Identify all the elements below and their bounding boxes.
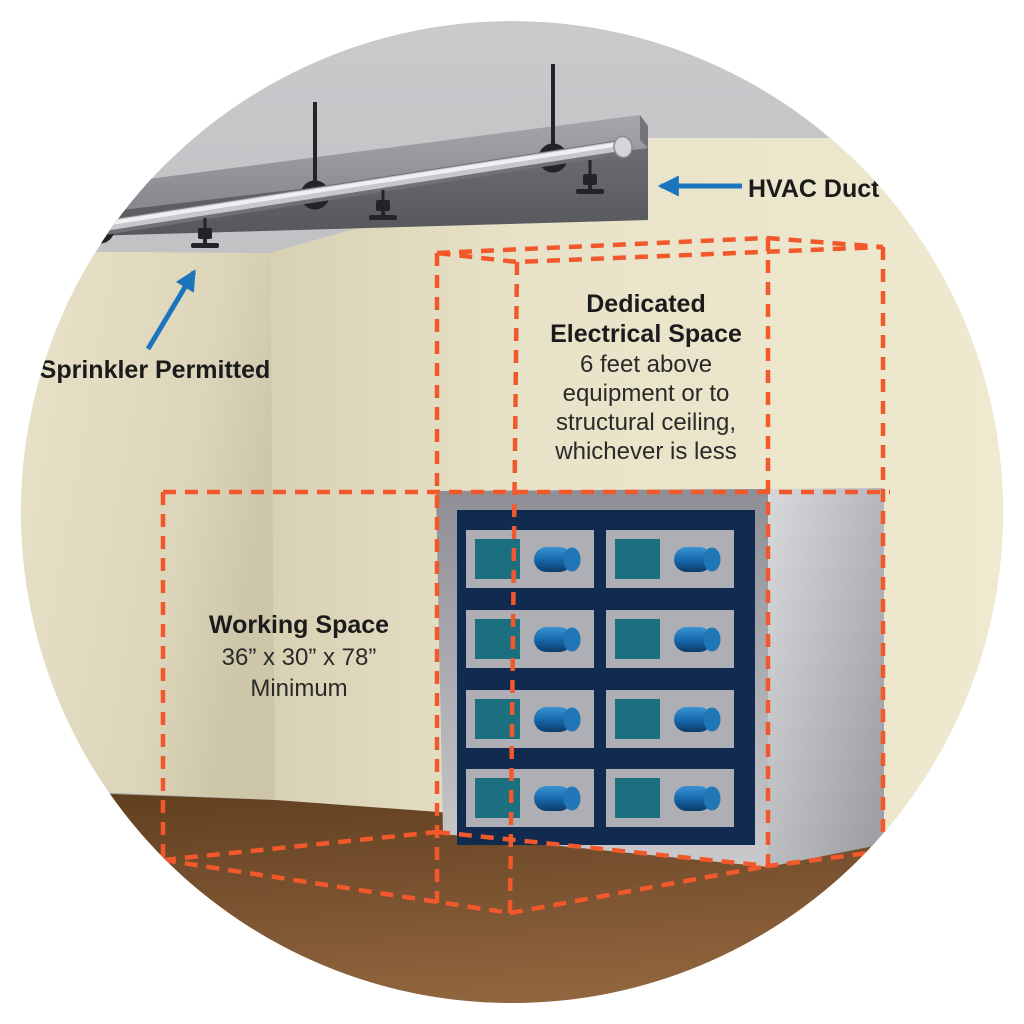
hvac-duct-end-face xyxy=(640,115,648,148)
sprinkler-pipe-assembly xyxy=(85,64,633,248)
sprinkler-head xyxy=(576,160,604,194)
dedicated-space-desc-line1: 6 feet above xyxy=(580,351,712,378)
breaker-unit xyxy=(466,769,594,827)
sprinkler-pipe xyxy=(86,135,633,238)
pipe-end-cap xyxy=(613,135,633,159)
dedicated-space-outline xyxy=(434,235,886,914)
hvac-duct-upper-face xyxy=(48,115,648,218)
sprinkler-arrow xyxy=(145,269,197,351)
sprinkler-head xyxy=(191,218,219,248)
dedicated-space-title-line2: Electrical Space xyxy=(550,320,742,348)
breaker-unit xyxy=(606,530,734,588)
dedicated-space-label: Dedicated Electrical Space 6 feet above … xyxy=(550,290,742,465)
working-space-title: Working Space xyxy=(209,611,389,639)
breaker-unit xyxy=(466,610,594,668)
sprinkler-permitted-label: Sprinkler Permitted xyxy=(40,356,271,384)
sprinkler-head xyxy=(369,190,397,220)
left-wall xyxy=(21,251,275,800)
working-space-dimensions: 36” x 30” x 78” xyxy=(222,644,377,671)
dedicated-space-desc-line4: whichever is less xyxy=(554,438,736,465)
breaker-unit xyxy=(606,690,734,748)
working-space-label: Working Space 36” x 30” x 78” Minimum xyxy=(209,611,389,702)
dedicated-space-desc-line3: structural ceiling, xyxy=(556,409,736,436)
breaker-unit xyxy=(466,690,594,748)
working-space-qualifier: Minimum xyxy=(250,675,347,702)
hvac-duct-label: HVAC Duct xyxy=(748,175,880,203)
electrical-panel xyxy=(436,488,884,867)
breaker-unit xyxy=(606,769,734,827)
breaker-unit xyxy=(466,530,594,588)
breaker-unit xyxy=(606,610,734,668)
sprinkler-heads xyxy=(191,160,604,248)
dedicated-space-title-line1: Dedicated xyxy=(586,290,705,318)
cabinet-side-face xyxy=(768,488,884,867)
dedicated-space-desc-line2: equipment or to xyxy=(563,380,730,407)
